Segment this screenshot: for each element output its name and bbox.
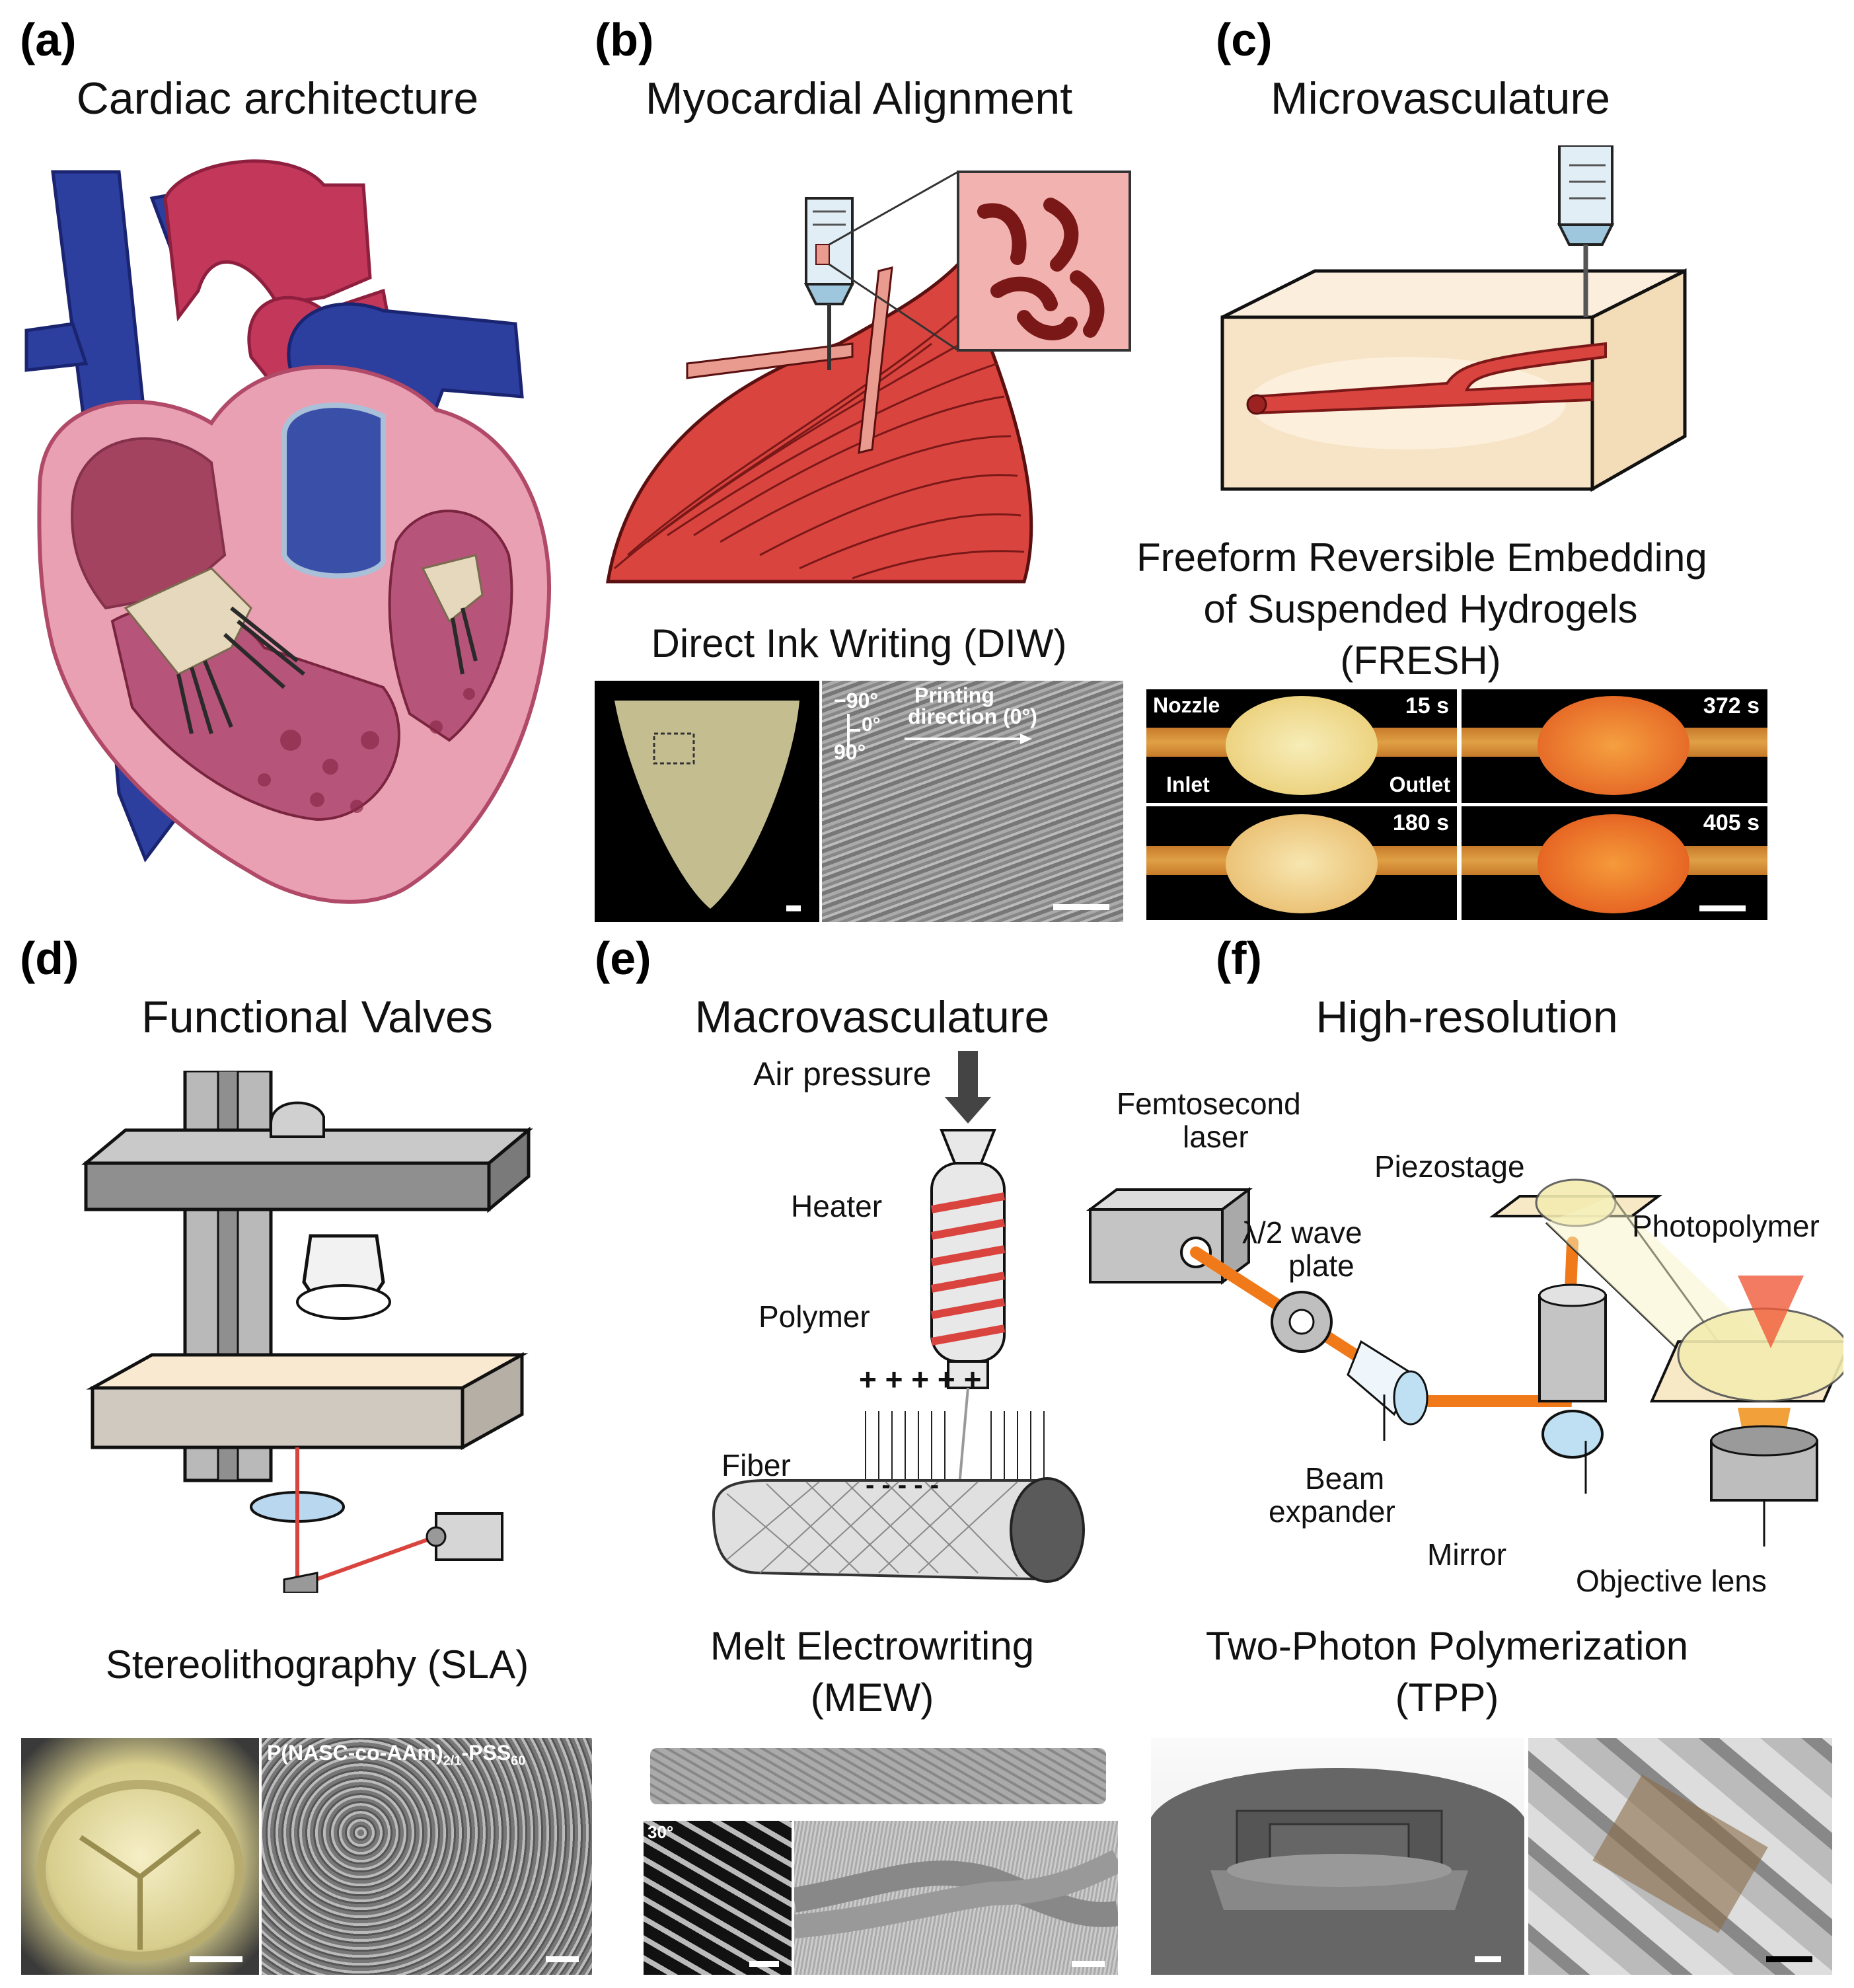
diw-photo-heart [595, 681, 819, 922]
panel-d-method: Stereolithography (SLA) [105, 1642, 529, 1687]
laser-label: laser [1183, 1120, 1249, 1154]
beam-label: Beam [1305, 1461, 1385, 1496]
scale-bar [1070, 1804, 1090, 1810]
panel-c-title: Microvasculature [1271, 73, 1610, 124]
panel-e-label: (e) [595, 933, 651, 984]
fresh-frame-3: 180 s [1146, 806, 1457, 920]
expander-label: expander [1269, 1494, 1395, 1529]
direction-label: direction (0°) [908, 705, 1037, 728]
panel-a-title: Cardiac architecture [76, 73, 479, 124]
panel-a-label: (a) [20, 14, 77, 65]
nozzle-label: Nozzle [1153, 693, 1220, 717]
scale-bar [749, 1961, 779, 1967]
tpp-sem-photo [1151, 1738, 1524, 1975]
sla-valve-photo [21, 1738, 259, 1975]
waveplate-label-2: plate [1288, 1248, 1354, 1283]
panel-c-method-line1: Freeform Reversible Embedding [1136, 535, 1707, 580]
heater-label: Heater [791, 1189, 883, 1223]
timestamp: 372 s [1703, 693, 1760, 718]
fresh-frame-1: 15 s Nozzle Inlet Outlet [1146, 689, 1457, 803]
mew-printer-illustration [712, 1051, 1085, 1583]
mew-mesh-photo: 30° [644, 1821, 792, 1975]
polymer-name: P(NASC-co-AAm)2/1-PSS60 [267, 1741, 526, 1769]
charges-minus: - - - - - [866, 1471, 940, 1500]
polymer-label: Polymer [759, 1299, 870, 1334]
panel-c-label: (c) [1216, 14, 1273, 65]
angle-label: 30° [648, 1822, 674, 1842]
panel-e-method-line2: (MEW) [810, 1675, 934, 1720]
scale-bar [1475, 1956, 1501, 1962]
timestamp: 15 s [1405, 693, 1449, 718]
diw-photo-sem: −90° 0° 90° Printing direction (0°) [822, 681, 1123, 922]
panel-c-method-line3: (FRESH) [1340, 638, 1501, 683]
tpp-micrograph-photo [1528, 1738, 1832, 1975]
panel-b-title: Myocardial Alignment [645, 73, 1073, 124]
panel-f-method-line1: Two-Photon Polymerization [1205, 1624, 1689, 1668]
panel-e-method-line1: Melt Electrowriting [710, 1624, 1035, 1668]
panel-b-method: Direct Ink Writing (DIW) [651, 621, 1067, 666]
panel-f-label: (f) [1216, 933, 1262, 984]
charges-plus: + + + + + [859, 1362, 982, 1396]
sla-printer-illustration [81, 1071, 533, 1593]
tpp-optics-illustration [1086, 1178, 1843, 1547]
scale-bar [1053, 904, 1109, 910]
angle-minus90: −90° [834, 689, 879, 712]
panel-d-title: Functional Valves [141, 992, 493, 1042]
fresh-frame-4: 405 s [1462, 806, 1767, 920]
angle-zero: 0° [862, 714, 881, 736]
air-pressure-label: Air pressure [753, 1055, 932, 1092]
panel-c-method-line2: of Suspended Hydrogels [1203, 587, 1638, 631]
heart-illustration [24, 159, 551, 904]
scale-bar [546, 1956, 579, 1962]
panel-e-title: Macrovasculature [694, 992, 1050, 1042]
scale-bar [786, 905, 801, 911]
scale-bar [1072, 1961, 1105, 1967]
scale-bar [1766, 1956, 1812, 1962]
panel-f-title: High-resolution [1316, 992, 1618, 1042]
timestamp: 405 s [1703, 810, 1760, 835]
fresh-gel-illustration [1220, 145, 1687, 492]
waveplate-label-1: λ/2 wave [1242, 1215, 1362, 1250]
panel-d-label: (d) [20, 933, 79, 984]
panel-b-label: (b) [595, 14, 654, 65]
mirror-label: Mirror [1427, 1537, 1507, 1572]
fresh-frame-2: 372 s [1462, 689, 1767, 803]
panel-f-method-line2: (TPP) [1395, 1675, 1499, 1720]
photopolymer-label: Photopolymer [1632, 1209, 1820, 1243]
outlet-label: Outlet [1389, 773, 1450, 796]
angle-plus90: 90° [834, 740, 866, 764]
timestamp: 180 s [1392, 810, 1449, 835]
femtosecond-label: Femtosecond [1117, 1087, 1301, 1121]
piezostage-label: Piezostage [1374, 1149, 1525, 1184]
diw-muscle-illustration [606, 171, 1131, 584]
scale-bar [190, 1956, 242, 1962]
sla-sem-photo: P(NASC-co-AAm)2/1-PSS60 [262, 1738, 592, 1975]
objective-lens-label: Objective lens [1576, 1564, 1767, 1598]
mew-tube-photo [644, 1738, 1118, 1817]
inlet-label: Inlet [1166, 773, 1210, 796]
printing-label: Printing [914, 683, 994, 707]
scale-bar [1699, 905, 1746, 911]
mew-fiber-photo [794, 1821, 1118, 1975]
fiber-label: Fiber [722, 1448, 791, 1482]
